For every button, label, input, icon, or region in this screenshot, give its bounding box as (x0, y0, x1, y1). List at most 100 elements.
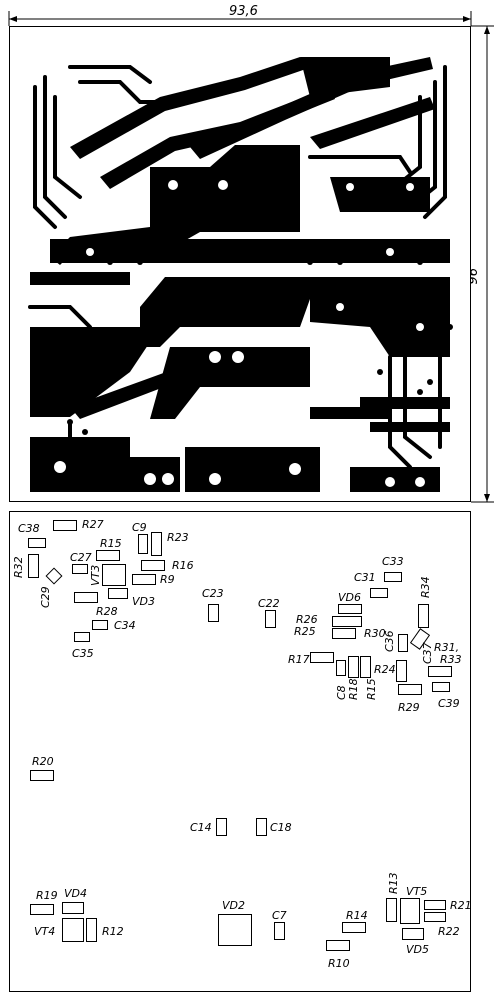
r15-outline (96, 550, 120, 561)
label-r20: R20 (32, 755, 54, 768)
label-r10: R10 (328, 957, 350, 970)
r25-outline (332, 628, 356, 639)
r24-outline (396, 660, 407, 682)
c27-outline (72, 564, 88, 574)
r32-outline (28, 554, 39, 578)
label-c38: C38 (18, 522, 40, 535)
r19-outline (30, 904, 54, 915)
label-r19: R19 (36, 889, 58, 902)
label-vd3: VD3 (132, 595, 155, 608)
r21-outline (424, 900, 446, 910)
label-r18: R18 (347, 678, 360, 700)
label-r9: R9 (160, 573, 175, 586)
r12-outline (86, 918, 97, 942)
label-c29: C29 (39, 586, 52, 608)
label-c34: C34 (114, 619, 136, 632)
r9-outline (132, 574, 156, 585)
label-c9: C9 (132, 521, 147, 534)
vd4-outline (62, 902, 84, 914)
label-r32: R32 (12, 556, 25, 578)
label-c39: C39 (438, 697, 460, 710)
label-c7: C7 (272, 909, 287, 922)
r31-outline (428, 666, 452, 677)
vt5-outline (400, 898, 420, 924)
label-vd2: VD2 (222, 899, 245, 912)
label-r13: R13 (387, 872, 400, 894)
label-r25: R25 (294, 625, 316, 638)
vd3-outline (108, 588, 128, 599)
r26-outline (332, 616, 362, 627)
r28-outline (74, 592, 98, 603)
label-vd5: VD5 (406, 943, 429, 956)
label-c23: C23 (202, 587, 224, 600)
label-c22: C22 (258, 597, 280, 610)
c34-outline (92, 620, 108, 630)
r21b-outline (424, 912, 446, 922)
c7-outline (274, 922, 285, 940)
r10-outline (326, 940, 350, 951)
label-r33: R33 (440, 653, 462, 666)
r14-outline (342, 922, 366, 933)
label-vd4: VD4 (64, 887, 87, 900)
vt4-outline (62, 918, 84, 942)
label-c27: C27 (70, 551, 92, 564)
label-r28: R28 (96, 605, 118, 618)
label-r15b: R15 (365, 678, 378, 700)
c22-outline (265, 610, 276, 628)
label-r31: R31, (434, 641, 460, 654)
c8-outline (336, 660, 346, 676)
label-c31: C31 (354, 571, 376, 584)
label-r34: R34 (419, 576, 432, 598)
r34-outline (418, 604, 429, 628)
c18-outline (256, 818, 267, 836)
width-dimension-label: 93,6 (229, 4, 258, 19)
label-r27: R27 (82, 518, 104, 531)
r20-outline (30, 770, 54, 781)
label-r12: R12 (102, 925, 124, 938)
label-c18: C18 (270, 821, 292, 834)
label-r24: R24 (374, 663, 396, 676)
label-vt5: VT5 (406, 885, 428, 898)
c9-outline (138, 534, 148, 554)
copper-traces (28, 57, 453, 492)
label-c35: C35 (72, 647, 94, 660)
label-c37: C37 (421, 642, 434, 664)
pcb-trace-layout (9, 26, 471, 502)
label-r15: R15 (100, 537, 122, 550)
c14-outline (216, 818, 227, 836)
label-r21: R21 (450, 899, 472, 912)
c23-outline (208, 604, 219, 622)
r18-outline (348, 656, 359, 678)
label-c8: C8 (335, 685, 348, 700)
r16-outline (141, 560, 165, 571)
c38-outline (28, 538, 46, 548)
c36-outline (398, 634, 408, 652)
vd6-outline (338, 604, 362, 614)
r15b-outline (360, 656, 371, 678)
label-r30: R30 (364, 627, 386, 640)
label-c14: C14 (190, 821, 212, 834)
vd5-outline (402, 928, 424, 940)
c39-outline (432, 682, 450, 692)
c35-outline (74, 632, 90, 642)
r27-outline (53, 520, 77, 531)
label-r23: R23 (167, 531, 189, 544)
label-c33: C33 (382, 555, 404, 568)
vd2-outline (218, 914, 252, 946)
c31-outline (370, 588, 388, 598)
label-r14: R14 (346, 909, 368, 922)
label-vt3: VT3 (89, 564, 102, 586)
component-placement-drawing: C38 R27 R32 R15 C9 R23 C27 VT3 R16 C29 R… (9, 511, 472, 992)
r13-outline (386, 898, 397, 922)
label-r17: R17 (288, 653, 310, 666)
r17-outline (310, 652, 334, 663)
c29-outline (45, 567, 63, 585)
label-r16: R16 (172, 559, 194, 572)
label-c36: C36 (383, 630, 396, 652)
label-r26: R26 (296, 613, 318, 626)
label-r22: R22 (438, 925, 460, 938)
label-r29: R29 (398, 701, 420, 714)
r23-outline (151, 532, 162, 556)
label-vd6: VD6 (338, 591, 361, 604)
label-vt4: VT4 (34, 925, 56, 938)
